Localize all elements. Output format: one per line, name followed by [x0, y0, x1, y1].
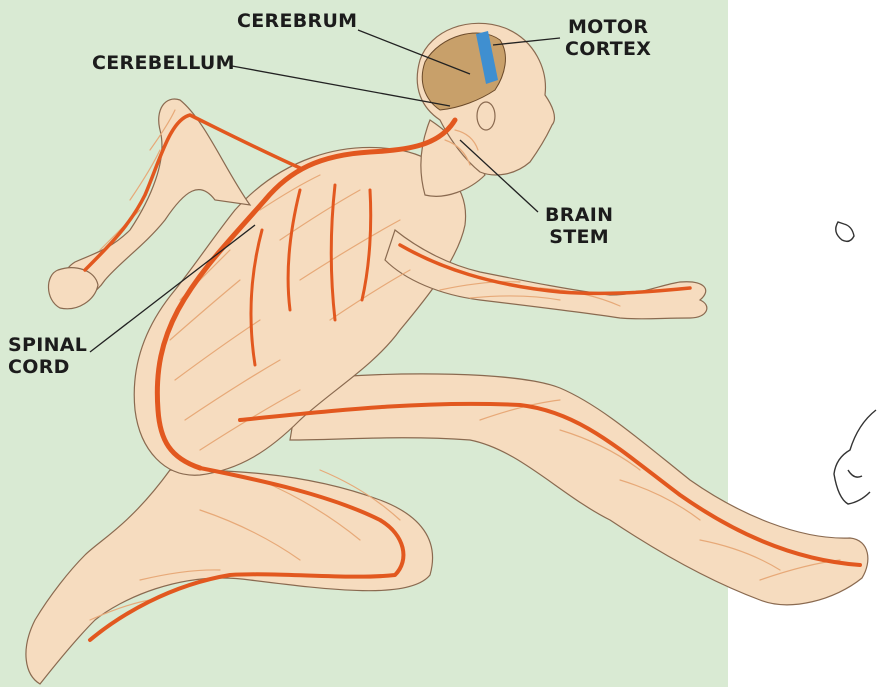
- brain-stem-label: BRAIN STEM: [545, 204, 613, 248]
- runner-body-icon: [26, 23, 868, 684]
- cerebellum-text: CEREBELLUM: [92, 52, 235, 74]
- spinal-cord-label: SPINAL CORD: [8, 334, 87, 378]
- motor-cortex-line-2: CORTEX: [565, 38, 651, 60]
- spinal-cord-line-1: SPINAL: [8, 334, 87, 356]
- brain-stem-line-1: BRAIN: [545, 204, 613, 226]
- cerebrum-text: CEREBRUM: [237, 10, 357, 32]
- motor-cortex-line-1: MOTOR: [565, 16, 651, 38]
- brain-stem-line-2: STEM: [545, 226, 613, 248]
- cerebellum-label: CEREBELLUM: [92, 52, 235, 74]
- motor-cortex-label: MOTOR CORTEX: [565, 16, 651, 60]
- spinal-cord-line-2: CORD: [8, 356, 87, 378]
- cerebrum-label: CEREBRUM: [237, 10, 357, 32]
- partial-sketch-icon: [834, 222, 876, 504]
